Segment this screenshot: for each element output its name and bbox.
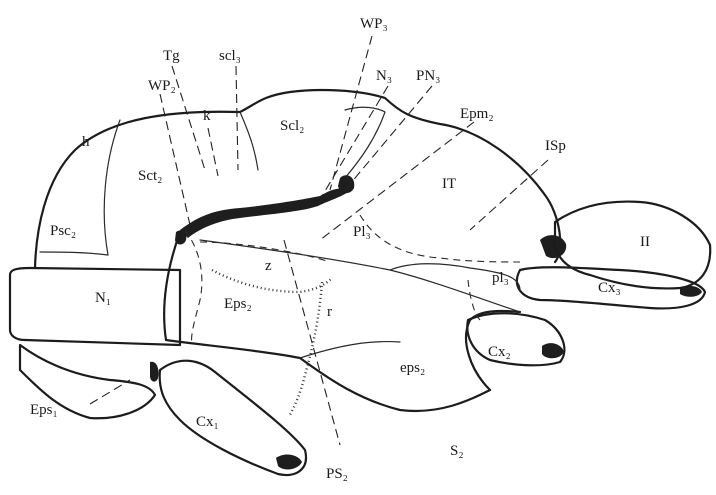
pl3-dashed xyxy=(360,215,520,262)
label-z: z xyxy=(265,258,272,274)
label-Cx2: Cx₂ xyxy=(488,344,511,360)
label-PS2: PS₂ xyxy=(326,466,348,482)
label-S2: S₂ xyxy=(450,443,464,459)
label-scl3: scl₃ xyxy=(219,48,241,64)
leader-PN3 xyxy=(340,86,432,196)
label-II: II xyxy=(640,234,650,250)
sct2-dashed xyxy=(185,230,202,345)
label-r: r xyxy=(327,304,332,320)
leader-scl3 xyxy=(236,66,238,170)
segment-II-outline xyxy=(555,202,710,289)
label-Eps2: Eps₂ xyxy=(224,296,252,312)
label-ISp: ISp xyxy=(545,138,566,154)
label-Cx3: Cx₃ xyxy=(598,280,621,296)
label-Eps1: Eps₁ xyxy=(30,402,58,418)
r-suture xyxy=(290,282,322,415)
leader-k xyxy=(208,128,218,176)
label-PN3: PN₃ xyxy=(416,68,440,84)
label-k: k xyxy=(203,108,211,124)
label-Sct2: Sct₂ xyxy=(138,168,162,184)
cx2-tip xyxy=(542,343,564,358)
leader-N3 xyxy=(322,86,388,196)
label-pl3: pl₃ xyxy=(492,270,509,286)
cx1-tip xyxy=(276,455,302,470)
sclerite-division-h xyxy=(104,120,120,255)
label-Cx1: Cx₁ xyxy=(196,414,219,430)
leader-Eps1 xyxy=(90,380,130,404)
eps1-joint xyxy=(150,362,159,382)
epm-ink xyxy=(338,175,354,193)
label-Scl2: Scl₂ xyxy=(280,118,304,134)
label-Epm2: Epm₂ xyxy=(460,106,494,122)
label-eps2: eps₂ xyxy=(400,360,425,376)
scl2-bulge xyxy=(240,112,258,170)
label-N3: N₃ xyxy=(376,68,392,84)
z-suture xyxy=(212,270,332,292)
leader-PS2 xyxy=(284,240,340,445)
wing-process-ink xyxy=(180,188,350,238)
scl2-right-edge xyxy=(345,107,385,178)
label-WP3: WP₃ xyxy=(360,16,388,32)
leader-Tg xyxy=(172,66,205,170)
label-N1: N₁ xyxy=(95,290,111,306)
isp-spot xyxy=(540,235,566,258)
label-Psc2: Psc₂ xyxy=(50,223,76,239)
label-WP2: WP₂ xyxy=(148,78,176,94)
pronotum-block xyxy=(10,268,180,345)
label-h: h xyxy=(82,134,90,150)
leader-WP3 xyxy=(330,36,372,190)
label-Pl3: Pl₃ xyxy=(353,224,371,240)
label-IT: IT xyxy=(442,176,456,192)
prescutum-line xyxy=(40,252,108,255)
label-Tg: Tg xyxy=(163,48,180,64)
leader-ISp xyxy=(470,160,548,230)
